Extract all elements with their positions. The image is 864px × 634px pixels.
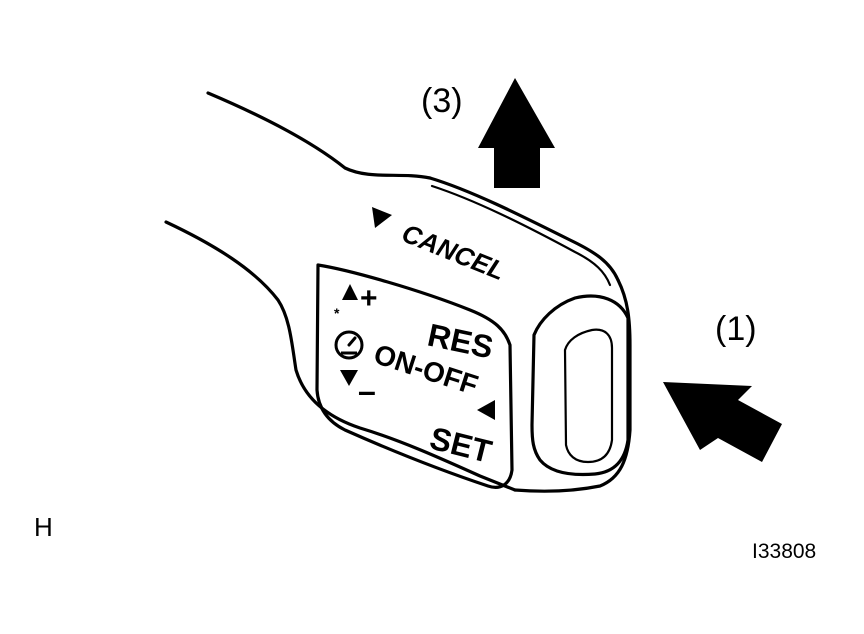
plus-label-group: + xyxy=(342,282,378,315)
arrow-diagonal-icon xyxy=(663,382,782,462)
triangle-right-icon xyxy=(372,207,392,228)
callout-pull-up: (3) xyxy=(421,82,463,120)
lever-end-button xyxy=(530,294,630,477)
triangle-left-icon xyxy=(477,400,495,420)
corner-mark: H xyxy=(34,512,53,542)
set-label: SET xyxy=(426,420,496,470)
cancel-label: CANCEL xyxy=(398,218,510,286)
arrow-up-icon xyxy=(478,78,555,188)
triangle-down-icon xyxy=(340,370,358,386)
cancel-label-group: CANCEL xyxy=(372,207,509,286)
cruise-control-speedometer-icon xyxy=(334,330,364,360)
speedometer-icon-group: * xyxy=(334,305,364,360)
lever-stalk xyxy=(164,91,632,493)
triangle-up-icon xyxy=(342,284,358,300)
figure-id: I33808 xyxy=(752,540,816,563)
minus-label-group: – xyxy=(340,370,376,409)
plus-label: + xyxy=(360,282,378,315)
switch-face-panel xyxy=(315,263,514,489)
asterisk-mark: * xyxy=(334,305,340,321)
callout-push-button: (1) xyxy=(715,310,757,348)
minus-label: – xyxy=(358,373,376,409)
